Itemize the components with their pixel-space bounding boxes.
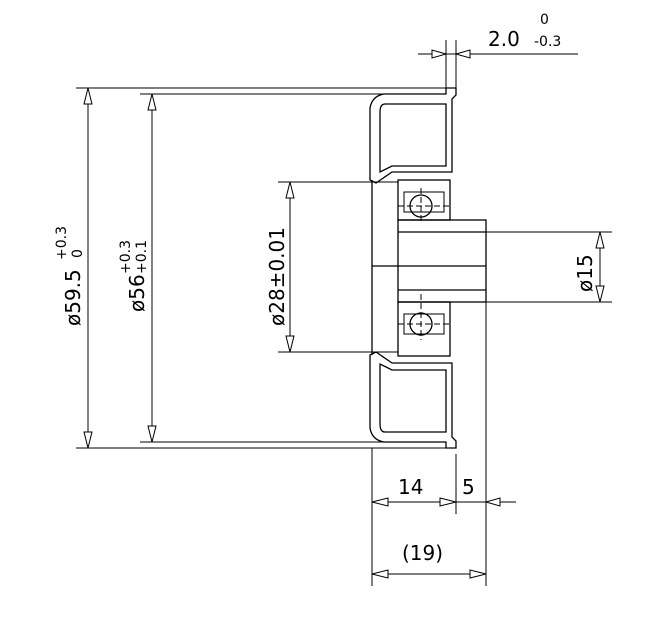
outer-diameter-main: ø59.5 [61, 269, 85, 326]
inner-diameter-main: ø56 [125, 274, 149, 312]
outer-diameter-upper: +0.3 [54, 226, 70, 260]
flange-thickness-lower: -0.3 [534, 34, 561, 50]
outer-diameter-lower: 0 [70, 249, 86, 258]
width-5-label: 5 [462, 475, 475, 499]
dim-flange-thickness: 2.0 0 -0.3 [418, 12, 578, 88]
flange-thickness-main: 2.0 [488, 27, 520, 51]
shaft [371, 180, 487, 355]
pulley-section [369, 87, 487, 449]
dim-overall-width: (19) [371, 541, 487, 579]
dim-width-14-5: 14 5 [371, 302, 516, 586]
inner-diameter-upper: +0.3 [118, 240, 134, 274]
bearing-diameter-label: ø28±0.01 [265, 227, 289, 326]
width-14-label: 14 [398, 475, 423, 499]
dim-shaft-diameter: ø15 [486, 231, 612, 303]
overall-width-label: (19) [402, 541, 443, 565]
lower-shell [369, 351, 457, 449]
upper-pocket [379, 103, 447, 174]
inner-diameter-lower: +0.1 [134, 240, 150, 274]
upper-bearing [397, 179, 451, 224]
shaft-diameter-label: ø15 [573, 254, 597, 292]
flange-thickness-upper: 0 [540, 12, 549, 28]
dim-outer-diameter: ø59.5 +0.3 0 [54, 87, 446, 449]
lower-pocket [379, 362, 447, 433]
lower-bearing [397, 294, 451, 357]
dim-bearing-diameter: ø28±0.01 [265, 181, 398, 353]
upper-shell [369, 87, 457, 184]
dim-inner-diameter: ø56 +0.3 +0.1 [118, 93, 384, 443]
